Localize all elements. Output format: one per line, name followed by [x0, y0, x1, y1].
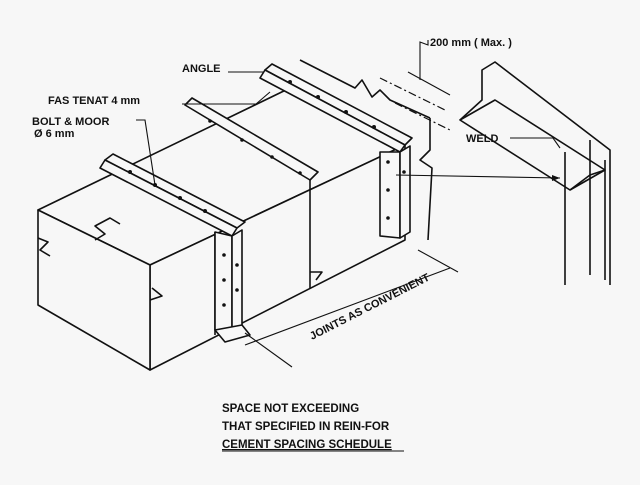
bolt-label: BOLT & MOOR — [32, 116, 109, 128]
weld-label: WELD — [466, 133, 498, 145]
leader-lines — [136, 40, 561, 186]
duct-far-section — [299, 59, 451, 241]
wall-weld-detail — [395, 61, 611, 285]
note-block: SPACE NOT EXCEEDING THAT SPECIFIED IN RE… — [222, 403, 404, 452]
angle-joint-2 — [259, 63, 413, 239]
angle-joint-1 — [99, 153, 251, 343]
duct-front-face — [37, 209, 151, 371]
angle-middle — [184, 97, 319, 181]
angle-label: ANGLE — [182, 63, 221, 75]
duct-body — [37, 87, 406, 371]
dimension-max-label: 200 mm ( Max. ) — [430, 37, 512, 49]
fastener-label: FAS TENAT 4 mm — [48, 95, 140, 107]
note-line-3: CEMENT SPACING SCHEDULE — [222, 439, 392, 451]
note-line-2: THAT SPECIFIED IN REIN-FOR — [222, 421, 390, 433]
bolt-diameter-label: Ø 6 mm — [34, 128, 75, 140]
joints-label: JOINTS AS CONVENIENT — [308, 272, 432, 343]
note-line-1: SPACE NOT EXCEEDING — [222, 403, 359, 415]
